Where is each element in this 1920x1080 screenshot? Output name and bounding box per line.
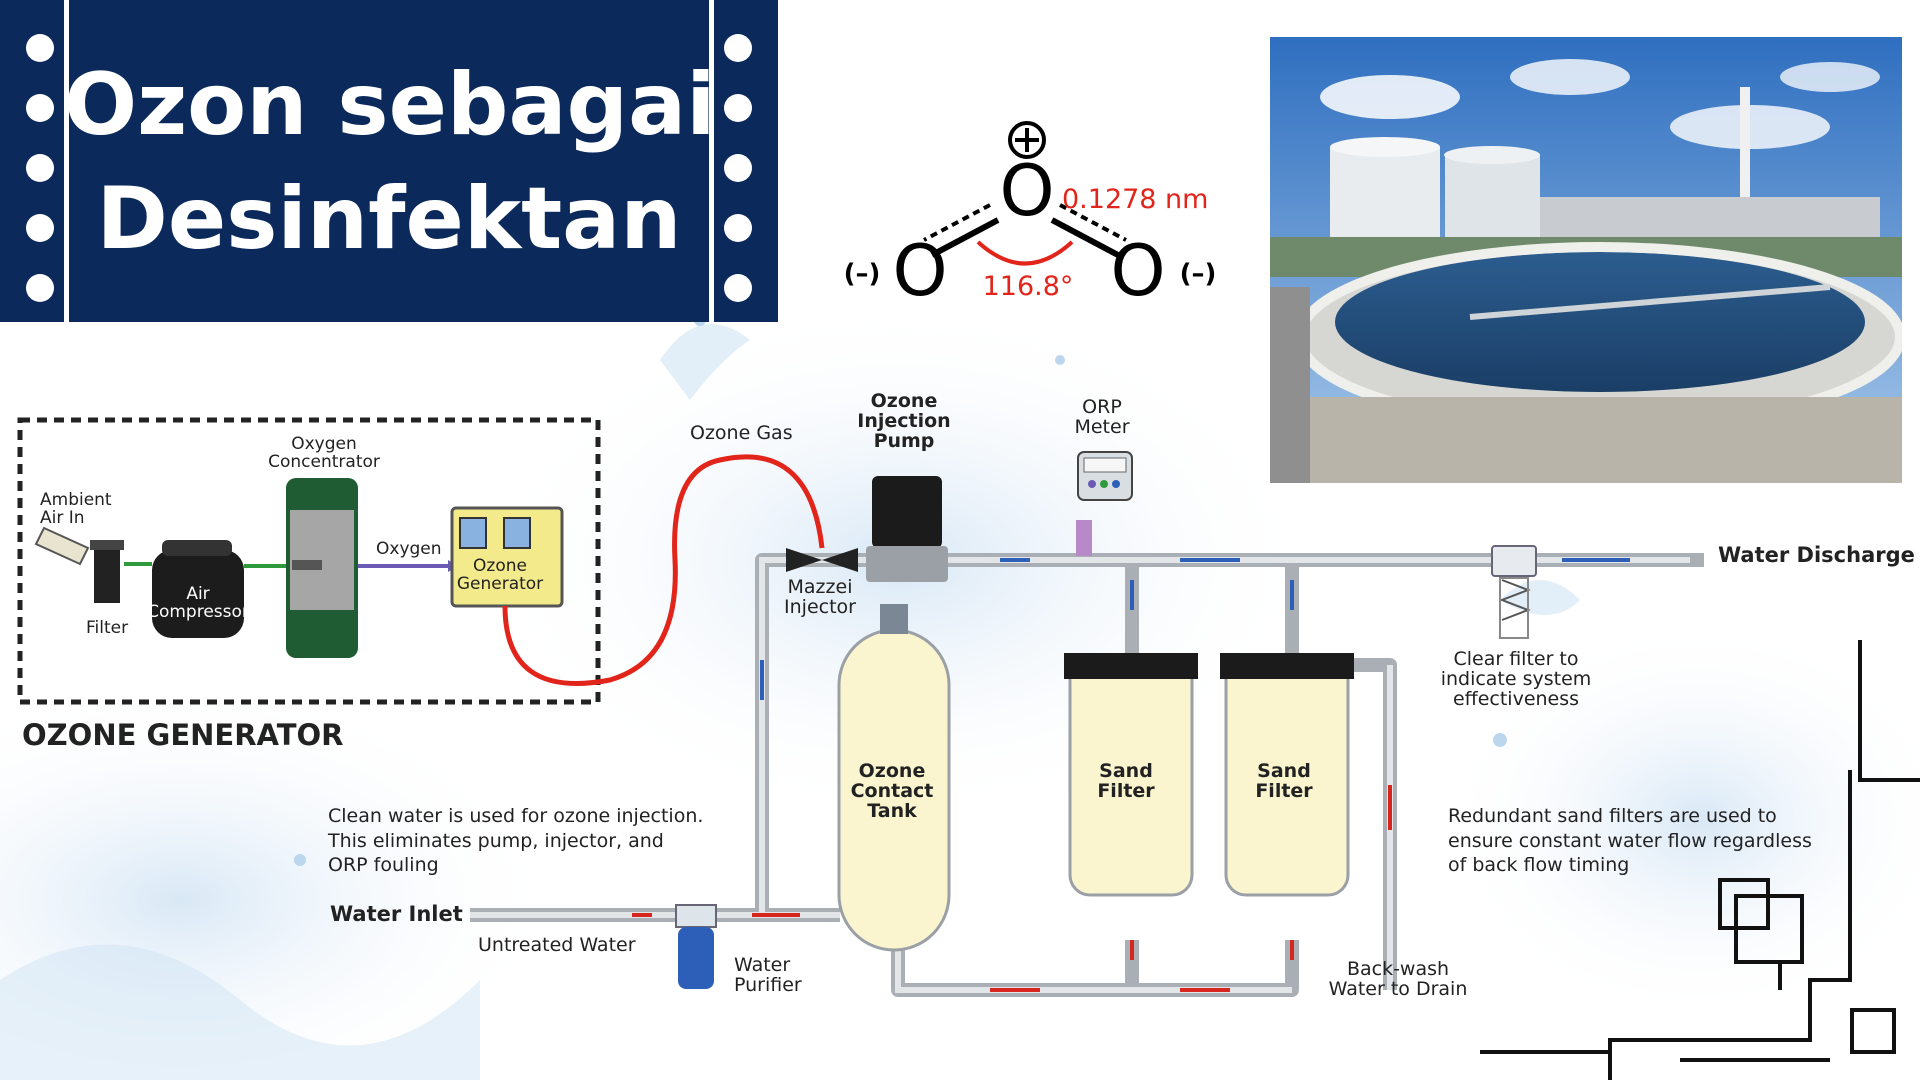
right-oxygen-atom: O bbox=[1110, 230, 1165, 312]
film-hole-icon bbox=[26, 274, 54, 302]
label-backwash: Back-wash Water to Drain bbox=[1328, 958, 1468, 1000]
label-mazzei-injector: Mazzei Injector bbox=[784, 576, 856, 618]
title-line-2: Desinfektan bbox=[96, 169, 682, 269]
water-purifier-icon bbox=[675, 904, 717, 928]
ozone-injection-pump-icon bbox=[872, 476, 942, 548]
label-clear-filter: Clear filter to indicate system effectiv… bbox=[1440, 648, 1592, 710]
label-ozone-generator: Ozone Generator bbox=[456, 556, 544, 594]
film-hole-icon bbox=[724, 34, 752, 62]
title-banner: Ozon sebagai Desinfektan bbox=[0, 0, 778, 322]
film-hole-icon bbox=[724, 274, 752, 302]
film-hole-icon bbox=[26, 154, 54, 182]
film-hole-icon bbox=[724, 214, 752, 242]
bond-left bbox=[930, 217, 1000, 258]
ozone-treatment-process-diagram bbox=[17, 417, 1704, 997]
label-sand-filter-2: Sand Filter bbox=[1255, 760, 1313, 802]
decorative-corner-lines bbox=[1480, 640, 1920, 1080]
film-hole-icon bbox=[26, 34, 54, 62]
film-hole-icon bbox=[26, 214, 54, 242]
film-hole-icon bbox=[26, 94, 54, 122]
label-water-purifier: Water Purifier bbox=[734, 954, 802, 996]
mazzei-injector-icon bbox=[786, 548, 822, 572]
bond-left-dashed bbox=[923, 203, 991, 242]
bond-right bbox=[1050, 217, 1120, 258]
bond-angle-label: 116.8° bbox=[983, 271, 1074, 302]
film-hole-icon bbox=[724, 94, 752, 122]
title-line-1: Ozon sebagai bbox=[64, 55, 716, 155]
bond-right-dashed bbox=[1059, 203, 1127, 242]
label-ambient-air: Ambient Air In bbox=[40, 490, 112, 528]
air-filter-icon bbox=[94, 543, 120, 603]
film-hole-icon bbox=[724, 154, 752, 182]
label-orp-meter: ORP Meter bbox=[1074, 396, 1130, 438]
label-water-discharge: Water Discharge bbox=[1718, 543, 1915, 567]
flow-arrows bbox=[632, 558, 1630, 992]
bond-angle-arc bbox=[976, 240, 1074, 266]
note-redundant-filters: Redundant sand filters are used to ensur… bbox=[1448, 805, 1812, 877]
air-intake-arrow-icon bbox=[34, 526, 90, 566]
clear-filter-icon bbox=[1491, 545, 1537, 577]
ozone-molecule-diagram: O O O (–) (–) 0.1278 nm 116.8° bbox=[844, 121, 1217, 312]
right-negative-charge: (–) bbox=[1180, 259, 1217, 289]
ozone-generator-boundary bbox=[17, 417, 601, 705]
section-title-ozone-generator: OZONE GENERATOR bbox=[22, 718, 344, 752]
label-ozone-gas: Ozone Gas bbox=[690, 422, 793, 444]
center-oxygen-atom: O bbox=[999, 150, 1054, 232]
label-oxygen-concentrator: Oxygen Concentrator bbox=[268, 434, 380, 472]
label-ozone-injection-pump: Ozone Injection Pump bbox=[857, 390, 951, 452]
title-banner-frame bbox=[64, 0, 714, 322]
positive-charge-icon bbox=[1008, 121, 1046, 159]
left-negative-charge: (–) bbox=[844, 259, 881, 289]
ozone-gas-line bbox=[502, 454, 825, 686]
label-air-compressor: Air Compressor bbox=[147, 584, 249, 622]
label-sand-filter-1: Sand Filter bbox=[1097, 760, 1155, 802]
label-water-inlet: Water Inlet bbox=[330, 902, 463, 926]
note-clean-water: Clean water is used for ozone injection.… bbox=[328, 805, 704, 877]
label-ozone-contact-tank: Ozone Contact Tank bbox=[850, 760, 934, 822]
air-compressor-icon bbox=[152, 550, 244, 638]
bond-length-label: 0.1278 nm bbox=[1062, 184, 1208, 215]
label-oxygen: Oxygen bbox=[376, 539, 442, 559]
water-treatment-plant-photo bbox=[1270, 37, 1902, 483]
page-title: Ozon sebagai Desinfektan bbox=[64, 48, 716, 276]
label-filter: Filter bbox=[86, 618, 129, 638]
label-untreated-water: Untreated Water bbox=[478, 934, 636, 956]
left-oxygen-atom: O bbox=[892, 230, 947, 312]
